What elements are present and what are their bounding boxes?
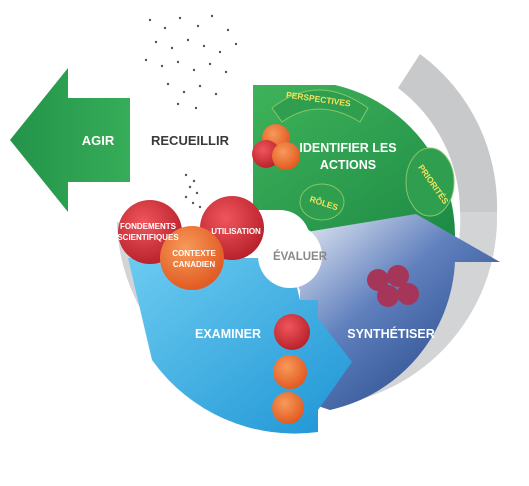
recueillir-label: RECUEILLIR [151,133,230,148]
identifier-icon [252,124,300,170]
agir-label: AGIR [82,133,115,148]
scatter-dots [144,14,238,209]
examiner-label: EXAMINER [195,327,261,341]
examiner-arrow [128,258,352,434]
center-circle [258,224,322,288]
examiner-icon [272,314,310,424]
gear-priorites [405,147,455,217]
agir-arrow [10,68,130,212]
gear-roles [299,183,345,221]
contexte-circle [160,226,224,290]
synthetiser-label: SYNTHÉTISER [347,326,435,341]
identifier-quadrant [248,85,456,240]
contexte-label-line1: CONTEXTE [172,249,216,258]
synthetiser-icon [367,265,419,307]
gear-perspectives [271,89,369,123]
source-circles [118,196,264,290]
fondements-label-line1: FONDEMENTS [120,222,177,231]
identifier-label-line1: IDENTIFIER LES [299,141,396,155]
utilisation-label: UTILISATION [211,227,261,236]
evaluer-label: ÉVALUER [273,250,328,263]
contexte-label-line2: CANADIEN [173,260,215,269]
fondements-label-line2: SCIENTIFIQUES [117,233,179,242]
identifier-label-line2: ACTIONS [320,158,376,172]
